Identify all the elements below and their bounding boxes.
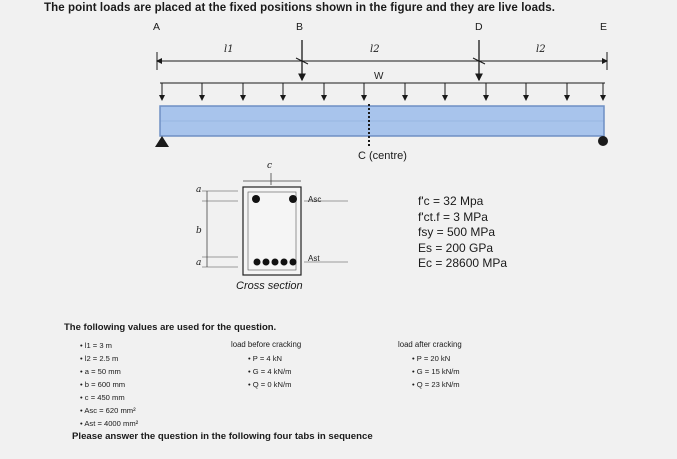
top-bar: [289, 195, 297, 203]
before-cracking-header: load before cracking: [231, 340, 302, 349]
material-properties: f'c = 32 Mpa f'ct.f = 3 MPa fsy = 500 MP…: [418, 194, 507, 272]
after-cracking-list: • P = 20 kN • G = 15 kN/m • Q = 23 kN/m: [412, 352, 460, 391]
property-es: Es = 200 GPa: [418, 240, 494, 255]
dim-a-top-label: a: [196, 185, 202, 195]
top-bar: [252, 195, 260, 203]
bottom-bar: [289, 258, 297, 266]
span-l2-label: l2: [370, 44, 380, 55]
roller-support: [598, 136, 608, 146]
list-item: • l1 = 3 m: [80, 341, 113, 350]
list-item: • Ast = 4000 mm²: [80, 419, 139, 428]
list-item: • P = 4 kN: [248, 354, 282, 363]
list-item: • Asc = 620 mm²: [80, 406, 136, 415]
pin-support: [155, 136, 169, 147]
property-fc: f'c = 32 Mpa: [418, 194, 484, 208]
cross-section-diagram: [202, 173, 348, 276]
list-item: • G = 15 kN/m: [412, 367, 460, 376]
point-a-label: A: [153, 21, 161, 33]
list-item: • a = 50 mm: [80, 367, 121, 376]
list-item: • Q = 0 kN/m: [248, 380, 292, 389]
point-e-label: E: [600, 21, 608, 33]
bottom-bar: [262, 258, 270, 266]
before-cracking-list: • P = 4 kN • G = 4 kN/m • Q = 0 kN/m: [248, 352, 291, 391]
span-l2b-label: l2: [536, 44, 546, 55]
bottom-bar: [253, 258, 261, 266]
property-ec: Ec = 28600 MPa: [418, 256, 508, 270]
list-item: • Q = 23 kN/m: [412, 380, 460, 389]
asc-label: Asc: [308, 195, 322, 204]
page-title: The point loads are placed at the fixed …: [44, 2, 556, 14]
list-item: • l2 = 2.5 m: [80, 354, 119, 363]
beam-diagram: [155, 40, 608, 148]
load-w-label: W: [374, 71, 384, 82]
list-item: • c = 450 mm: [80, 393, 125, 402]
footer-instruction: Please answer the question in the follow…: [72, 431, 373, 442]
bottom-bar: [280, 258, 288, 266]
dim-b-label: b: [196, 226, 202, 236]
list-item: • P = 20 kN: [412, 354, 451, 363]
values-list: • l1 = 3 m • l2 = 2.5 m • a = 50 mm • b …: [80, 339, 138, 430]
udl-arrows: [159, 83, 606, 101]
centre-label: C (centre): [358, 150, 407, 162]
point-d-label: D: [475, 21, 483, 33]
after-cracking-header: load after cracking: [398, 340, 462, 349]
dim-a-bottom-label: a: [196, 258, 202, 268]
list-item: • G = 4 kN/m: [248, 367, 292, 376]
dim-c-label: c: [267, 161, 273, 171]
ast-label: Ast: [308, 254, 320, 263]
cross-section-caption: Cross section: [236, 280, 303, 292]
point-b-label: B: [296, 21, 304, 33]
question-heading: The following values are used for the qu…: [64, 322, 277, 333]
span-l1-label: l1: [224, 44, 234, 55]
property-fsy: fsy = 500 MPa: [418, 225, 496, 239]
bottom-bar: [271, 258, 279, 266]
property-fctf: f'ct.f = 3 MPa: [418, 209, 488, 224]
list-item: • b = 600 mm: [80, 380, 126, 389]
